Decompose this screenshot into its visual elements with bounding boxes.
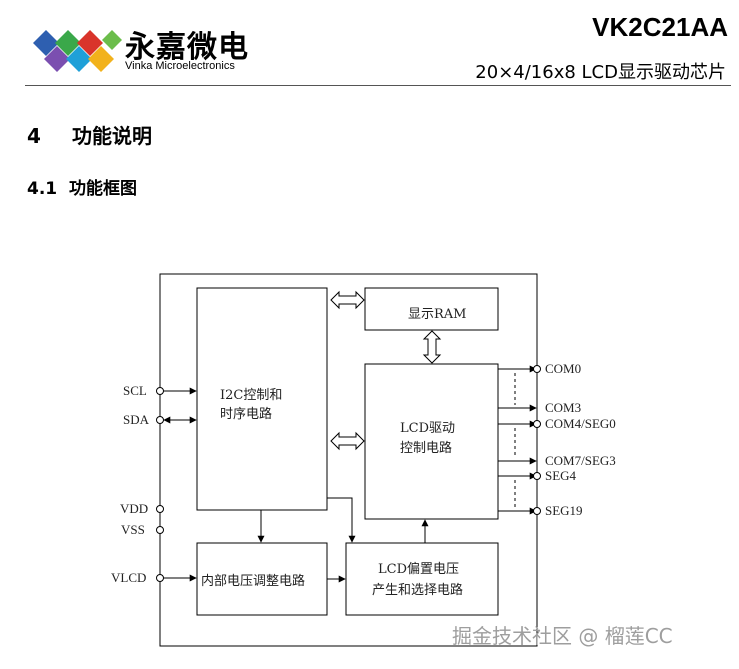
chip-outline [159, 273, 538, 647]
i2c-to-bias-arrow [327, 497, 356, 543]
bias-generator-block [345, 542, 499, 616]
voltage-regulator-label: 内部电压调整电路 [201, 573, 305, 589]
pin-vdd-label: VDD [120, 501, 148, 516]
bias-generator-line2: 产生和选择电路 [372, 582, 463, 598]
i2c-block-line1: I2C控制和 [220, 388, 282, 403]
header-divider [25, 85, 731, 86]
ram-lcd-bus-arrow [422, 330, 442, 364]
section-number: 4 [27, 124, 41, 148]
i2c-lcd-bus-arrow [330, 431, 365, 451]
subsection-number: 4.1 [27, 179, 58, 199]
subsection-title: 功能框图 [69, 179, 137, 199]
document-subtitle: 20×4/16x8 LCD显示驱动芯片 [475, 62, 726, 83]
lcd-driver-block [364, 363, 499, 520]
pin-com3-label: COM3 [545, 400, 581, 415]
pin-sda-label: SDA [123, 412, 150, 427]
pin-scl-label: SCL [123, 383, 147, 398]
pin-com4-seg0-label: COM4/SEG0 [545, 416, 616, 431]
company-name-cn: 永嘉微电 [125, 30, 249, 65]
display-ram-label: 显示RAM [408, 307, 467, 322]
pin-scl-terminal [156, 387, 164, 395]
pin-seg4-label: SEG4 [545, 468, 577, 483]
watermark-text: 掘金技术社区 @ 榴莲CC [452, 624, 673, 648]
i2c-control-block [196, 287, 328, 511]
pin-com4-seg0-terminal [533, 420, 541, 428]
pin-com0-label: COM0 [545, 361, 581, 376]
company-name-en: Vinka Microelectronics [125, 60, 235, 72]
lcd-driver-line2: 控制电路 [400, 440, 452, 456]
pin-vdd-terminal [156, 505, 164, 513]
pin-vlcd-terminal [156, 574, 164, 582]
pin-vss-label: VSS [121, 522, 145, 537]
pin-com7-seg3-label: COM7/SEG3 [545, 453, 616, 468]
i2c-block-line2: 时序电路 [220, 406, 272, 422]
bias-generator-line1: LCD偏置电压 [378, 562, 459, 577]
lcd-driver-line1: LCD驱动 [400, 421, 455, 436]
section-title: 功能说明 [72, 124, 152, 148]
i2c-ram-bus-arrow [330, 290, 365, 310]
part-number: VK2C21AA [592, 12, 728, 42]
subsection-heading: 4.1 功能框图 [27, 174, 137, 199]
pin-com0-terminal [533, 365, 541, 373]
section-heading: 4 功能说明 [27, 120, 152, 149]
pin-vss-terminal [156, 526, 164, 534]
display-ram-block [364, 287, 499, 331]
pin-vlcd-label: VLCD [111, 570, 146, 585]
vinka-logo-mark [33, 30, 122, 72]
pin-seg4-terminal [533, 472, 541, 480]
pin-seg19-terminal [533, 507, 541, 515]
pin-seg19-label: SEG19 [545, 503, 583, 518]
pin-sda-terminal [156, 416, 164, 424]
